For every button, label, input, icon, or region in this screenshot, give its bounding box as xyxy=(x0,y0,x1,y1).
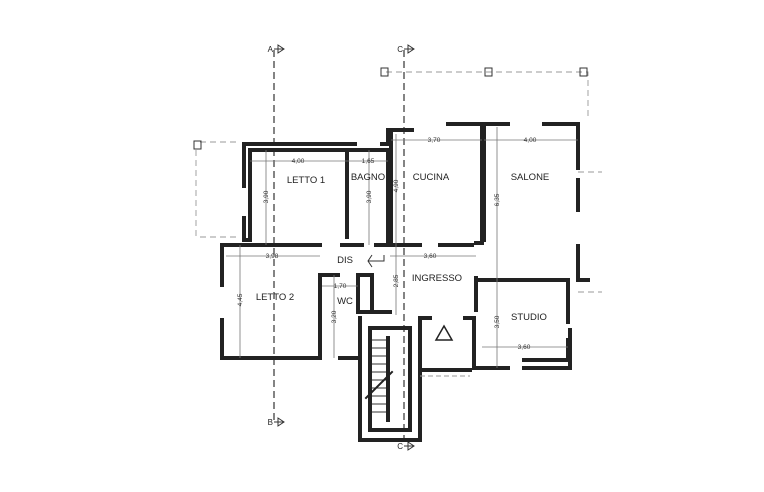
section-label-c-top: C xyxy=(397,45,403,54)
walls xyxy=(220,122,590,442)
dim-letto1-height: 3,90 xyxy=(263,190,270,203)
dim-wc-width: 1,70 xyxy=(334,283,347,290)
section-arrow-icon xyxy=(274,417,285,427)
dim-ingresso-width: 3,60 xyxy=(424,253,437,260)
entrance-arrow-icon xyxy=(367,254,385,268)
dim-salone-width: 4,00 xyxy=(524,137,537,144)
room-letto1: LETTO 1 xyxy=(287,175,325,186)
room-cucina: CUCINA xyxy=(413,172,450,183)
dimension-lines xyxy=(226,127,578,368)
section-arrow-icon xyxy=(274,44,285,54)
room-labels: LETTO 1 BAGNO CUCINA SALONE DIS INGRESSO… xyxy=(256,172,549,323)
dim-cucina-width: 3,70 xyxy=(428,137,441,144)
column-marker xyxy=(579,67,588,77)
staircase xyxy=(364,339,394,413)
section-axes: A B C C xyxy=(268,44,415,451)
section-arrow-icon xyxy=(404,441,415,451)
entrance-triangle-icon xyxy=(434,324,454,341)
dimension-labels: 4,00 1,65 3,70 4,00 3,90 3,90 4,90 6,35 … xyxy=(237,137,537,351)
terrace-outline xyxy=(193,67,602,293)
dim-salone-height: 6,35 xyxy=(494,193,501,206)
column-marker xyxy=(484,67,493,77)
section-arrow-icon xyxy=(404,44,415,54)
column-marker xyxy=(193,140,202,150)
dim-letto1-width: 4,00 xyxy=(292,158,305,165)
column-marker xyxy=(380,67,389,77)
dim-wc-height: 3,20 xyxy=(331,310,338,323)
section-label-b: B xyxy=(268,418,273,427)
dim-cucina-height: 4,90 xyxy=(393,179,400,192)
dim-letto2-width: 3,98 xyxy=(266,253,279,260)
dim-studio-width: 3,60 xyxy=(518,344,531,351)
room-salone: SALONE xyxy=(511,172,550,183)
room-bagno: BAGNO xyxy=(351,172,385,183)
section-label-a: A xyxy=(268,45,274,54)
dim-bagno-width: 1,65 xyxy=(362,158,375,165)
room-wc: WC xyxy=(337,296,353,307)
dim-ingresso-height: 2,85 xyxy=(393,274,400,287)
room-dis: DIS xyxy=(337,255,353,266)
room-studio: STUDIO xyxy=(511,312,547,323)
dim-letto2-height: 4,45 xyxy=(237,293,244,306)
room-letto2: LETTO 2 xyxy=(256,292,294,303)
dim-bagno-height: 3,90 xyxy=(366,190,373,203)
room-ingresso: INGRESSO xyxy=(412,273,462,284)
section-label-c-bottom: C xyxy=(397,442,403,451)
dim-studio-height: 3,50 xyxy=(494,315,501,328)
